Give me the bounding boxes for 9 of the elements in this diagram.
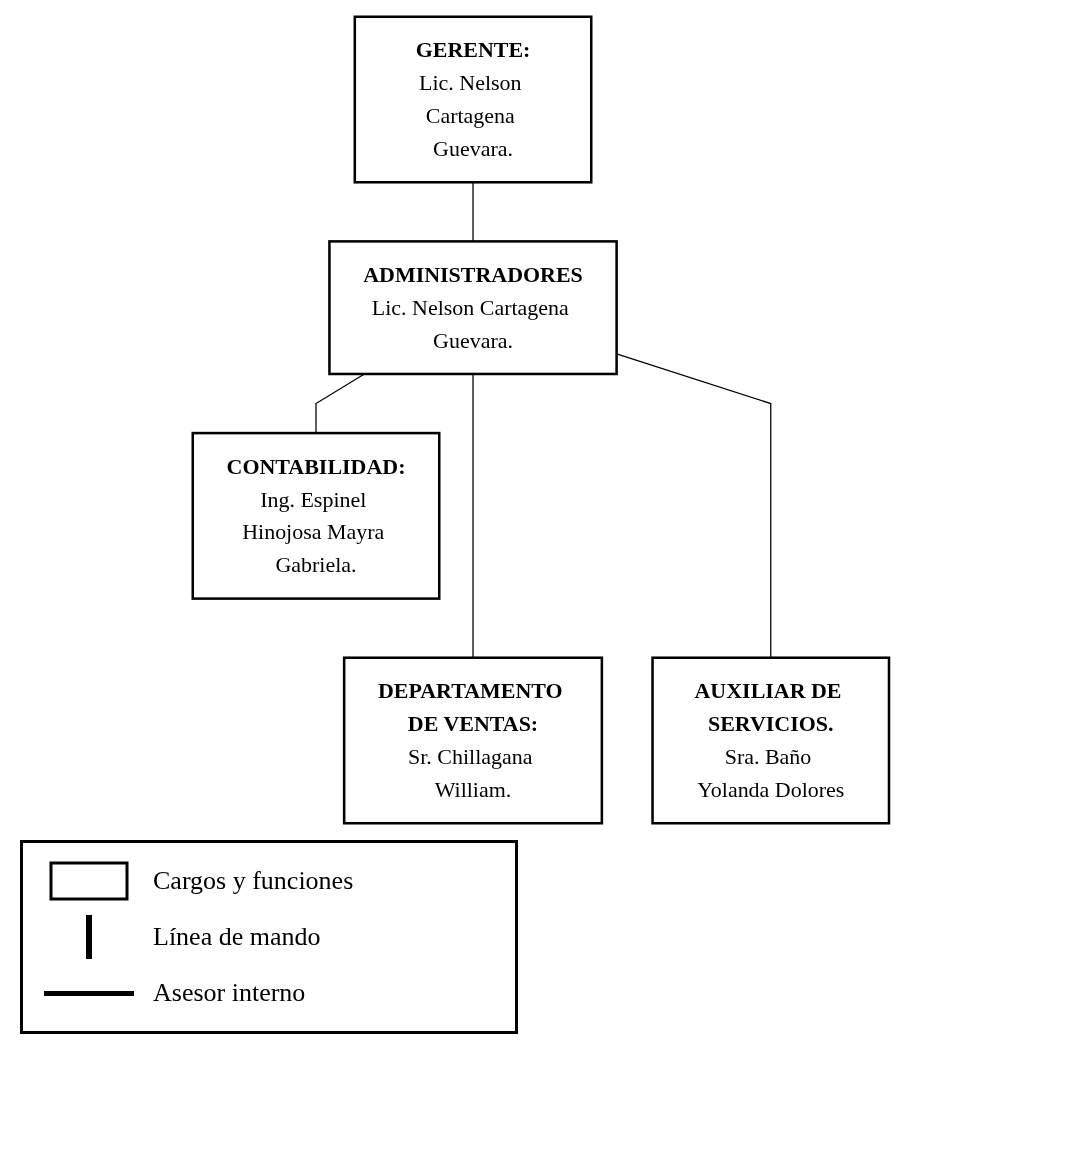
node-box: GERENTE: Lic. Nelson Cartagena Guevara. xyxy=(353,15,593,184)
legend-label: Cargos y funciones xyxy=(153,866,354,896)
legend-label: Línea de mando xyxy=(153,922,321,952)
node-box: DEPARTAMENTO DE VENTAS: Sr. Chillagana William. xyxy=(342,656,603,825)
node-box: ADMINISTRADORES Lic. Nelson Cartagena Guevara. xyxy=(327,240,618,376)
node-box: CONTABILIDAD: Ing. Espinel Hinojosa Mayra Gabriela. xyxy=(191,431,441,600)
legend-label: Asesor interno xyxy=(153,978,306,1008)
connector xyxy=(315,373,365,434)
node-box: AUXILIAR DE SERVICIOS. Sra. Baño Yolanda Dolores xyxy=(650,656,890,825)
